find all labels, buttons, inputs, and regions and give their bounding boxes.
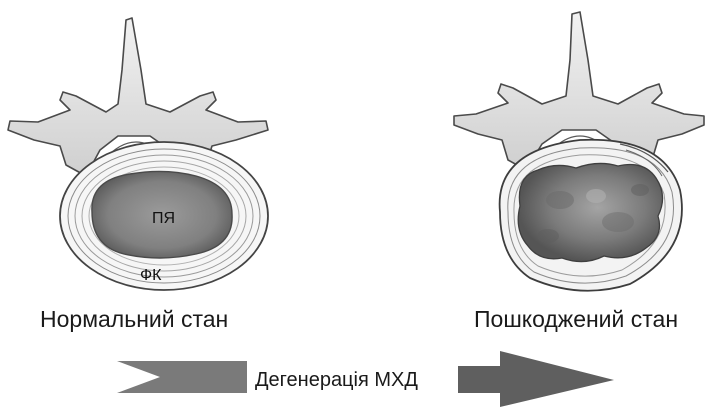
normal-state-caption: Нормальний стан [40, 306, 228, 333]
normal-vertebra [8, 18, 268, 290]
nucleus-label: ПЯ [152, 210, 175, 227]
arrow-head [458, 351, 614, 407]
annulus-label: ФК [140, 267, 162, 284]
damaged-state-caption: Пошкоджений стан [474, 306, 678, 333]
degenerated-vertebra [454, 12, 704, 291]
arrow-tail [117, 361, 247, 393]
arrow-label: Дегенерація МХД [255, 369, 418, 392]
right-nucleus [518, 163, 662, 261]
